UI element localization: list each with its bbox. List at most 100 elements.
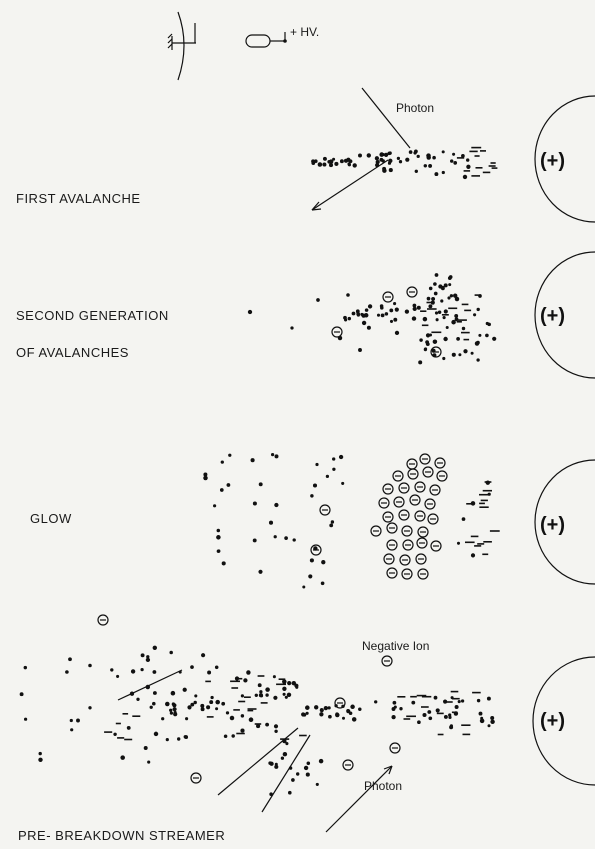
electron-dot — [273, 724, 279, 729]
electron-dot — [443, 714, 448, 719]
electron-dot — [486, 696, 491, 701]
electron-dot — [445, 325, 449, 330]
electron-dot — [282, 686, 287, 691]
electron-dot — [476, 698, 481, 703]
electron-dot — [290, 326, 294, 330]
electron-dot — [321, 560, 326, 565]
glow-label: GLOW — [30, 511, 72, 526]
electron-dot — [309, 558, 314, 563]
electron-dot — [280, 756, 285, 760]
electron-dot — [327, 159, 332, 164]
electron-dot — [430, 300, 435, 305]
electron-dot — [216, 535, 221, 540]
electron-dot — [201, 653, 206, 658]
electron-dot — [346, 708, 350, 713]
electron-dot — [185, 717, 189, 721]
electron-dot — [274, 729, 278, 733]
negative-ion — [386, 567, 398, 579]
electron-dot — [305, 705, 310, 710]
electron-dot — [322, 163, 327, 167]
electron-dot — [169, 650, 173, 655]
electron-dot — [306, 761, 311, 766]
electron-dot — [286, 692, 292, 698]
electron-dot — [437, 310, 442, 315]
electron-dot — [257, 683, 262, 688]
negative-ion — [310, 544, 322, 556]
negative-ion — [398, 482, 410, 494]
electron-dot — [394, 307, 399, 312]
electron-dot — [388, 158, 393, 163]
electron-dot — [351, 717, 357, 722]
anode-row-2: (+) — [534, 251, 595, 379]
photon-label-bottom: Photon — [364, 779, 402, 793]
electron-dot — [305, 711, 309, 715]
electron-dot — [173, 712, 178, 717]
electron-dot — [221, 561, 226, 566]
electron-dot — [284, 695, 288, 699]
electron-dot — [367, 304, 373, 309]
electron-dot — [474, 341, 480, 346]
electron-dot — [318, 758, 324, 764]
negative-ion — [402, 539, 414, 551]
electron-dot — [259, 690, 263, 694]
electron-dot — [487, 492, 491, 496]
electron-dot — [220, 460, 224, 464]
negative-ion — [383, 553, 395, 565]
electron-dot — [215, 699, 220, 705]
electron-dot — [169, 711, 174, 715]
electron-dot — [203, 475, 208, 481]
electron-dot — [433, 695, 438, 700]
electron-dot — [411, 700, 416, 705]
electron-dot — [246, 670, 251, 675]
electron-dot — [219, 488, 224, 492]
electron-dot — [425, 333, 431, 338]
negative-ion — [401, 525, 413, 537]
electron-dot — [319, 712, 324, 717]
second-generation-label-line1: SECOND GENERATION — [16, 308, 169, 323]
electron-dot — [348, 711, 353, 715]
electron-dot — [258, 569, 263, 574]
electron-dot — [456, 337, 460, 341]
electron-dot — [316, 298, 320, 302]
electron-dot — [451, 352, 456, 357]
electron-dot — [161, 717, 165, 721]
electron-dot — [302, 585, 306, 589]
electron-dot — [433, 282, 437, 286]
electron-dot — [88, 706, 92, 710]
electron-dot — [210, 695, 214, 700]
electron-dot — [149, 705, 153, 709]
electron-dot — [466, 164, 471, 169]
electron-dot — [282, 692, 286, 696]
negative-ion — [382, 483, 394, 495]
electron-dot — [323, 705, 328, 711]
electron-dot — [344, 318, 348, 322]
electron-dot — [288, 790, 292, 795]
electron-dot — [229, 715, 235, 721]
electron-dot — [448, 283, 452, 287]
anode-label-3: (+) — [540, 514, 565, 536]
electron-dot — [120, 755, 125, 760]
electron-dot — [428, 716, 433, 721]
electron-dot — [184, 735, 189, 740]
electron-dot — [382, 168, 387, 173]
negative-ion — [430, 346, 442, 358]
electron-dot — [254, 693, 258, 697]
electron-dot — [302, 713, 307, 717]
negative-ion — [334, 697, 346, 709]
electron-dot — [153, 731, 159, 737]
electron-dot — [226, 483, 231, 487]
electron-dot — [269, 792, 273, 796]
electron-dot — [366, 325, 371, 330]
electron-dot — [312, 483, 318, 488]
electron-dot — [485, 321, 489, 326]
electron-dot — [38, 757, 43, 762]
electron-dot — [240, 694, 244, 698]
electron-dot — [206, 705, 211, 710]
negative-ion — [370, 525, 382, 537]
electron-dot — [317, 162, 323, 167]
negative-ion — [434, 457, 446, 469]
electron-dot — [231, 734, 235, 738]
electron-dot — [259, 694, 264, 698]
electron-dot — [442, 356, 446, 361]
electron-dot — [292, 538, 296, 542]
